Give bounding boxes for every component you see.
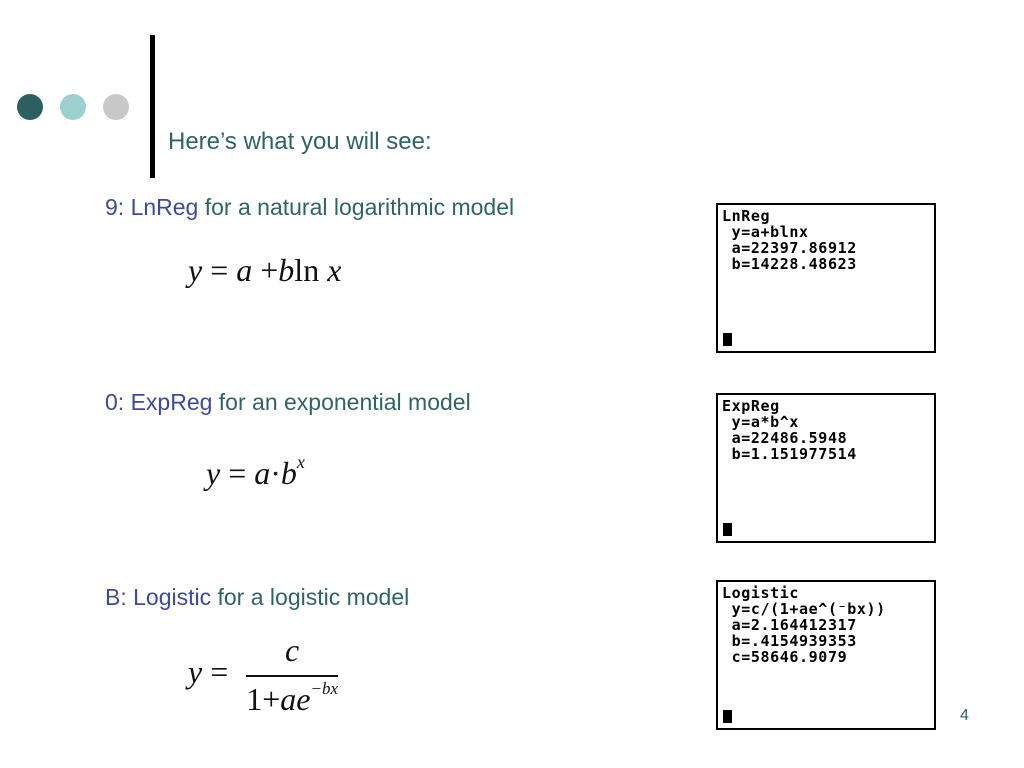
formula-var-b: b [280,455,297,491]
lnreg-formula: y = a +bln x [188,252,341,289]
screen-line: y=a*b^x [722,413,800,431]
screen-line: y=c/(1+ae^(⁻bx)) [722,600,886,618]
screen-line: a=2.164412317 [722,616,857,634]
formula-plus: + [262,681,281,717]
screen-line: b=.4154939353 [722,632,857,650]
formula-var-b: b [278,252,295,288]
expreg-keyword: 0: ExpReg [105,389,213,415]
slide-title: Here’s what you will see: [168,128,432,155]
screen-line: a=22397.86912 [722,239,857,257]
logistic-fraction: c 1+ae−bx [246,632,339,718]
formula-exponent: −bx [310,679,339,699]
formula-dot: · [270,455,281,491]
fraction-numerator: c [246,632,339,677]
formula-ln: ln [294,252,320,288]
logistic-keyword: B: Logistic [105,584,212,610]
lnreg-keyword: 9: LnReg [105,194,199,220]
formula-plus: + [260,252,279,288]
formula-ae: ae [280,681,311,717]
decorative-dot-gray [103,94,129,120]
logistic-description: for a logistic model [211,584,410,610]
formula-exponent: x [296,452,305,473]
expreg-calculator-screen: ExpReg y=a*b^x a=22486.5948 b=1.15197751… [716,393,936,543]
expreg-formula: y = a·bx [206,452,305,492]
formula-equals: = [210,252,229,288]
page-number: 4 [960,707,969,724]
lnreg-description: for a natural logarithmic model [198,194,515,220]
title-divider-bar [150,35,155,178]
screen-line: y=a+blnx [722,223,809,241]
screen-line: b=14228.48623 [722,255,857,273]
cursor-block [723,523,732,536]
cursor-block [723,710,732,723]
formula-var-y: y [188,653,203,690]
formula-var-a: a [236,252,253,288]
formula-equals: = [228,455,247,491]
screen-line: a=22486.5948 [722,429,848,447]
logistic-label: B: Logistic for a logistic model [105,584,409,611]
screen-line: Logistic [722,584,800,602]
screen-line: ExpReg [722,397,780,415]
expreg-label: 0: ExpReg for an exponential model [105,389,471,416]
formula-var-y: y [188,252,203,288]
expreg-description: for an exponential model [212,389,471,415]
formula-var-y: y [206,455,221,491]
formula-var-a: a [254,455,271,491]
lnreg-calculator-screen: LnReg y=a+blnx a=22397.86912 b=14228.486… [716,203,936,353]
logistic-calculator-screen: Logistic y=c/(1+ae^(⁻bx)) a=2.164412317 … [716,580,936,730]
screen-line: c=58646.9079 [722,648,848,666]
screen-line: LnReg [722,207,771,225]
formula-equals: = [210,653,229,690]
lnreg-label: 9: LnReg for a natural logarithmic model [105,194,514,221]
logistic-formula: y = c 1+ae−bx [188,632,339,718]
fraction-denominator: 1+ae−bx [246,677,338,718]
cursor-block [723,333,732,346]
formula-var-x: x [327,252,342,288]
formula-one: 1 [246,681,263,717]
decorative-dot-dark [17,94,43,120]
screen-line: b=1.151977514 [722,445,857,463]
decorative-dot-teal [60,94,86,120]
